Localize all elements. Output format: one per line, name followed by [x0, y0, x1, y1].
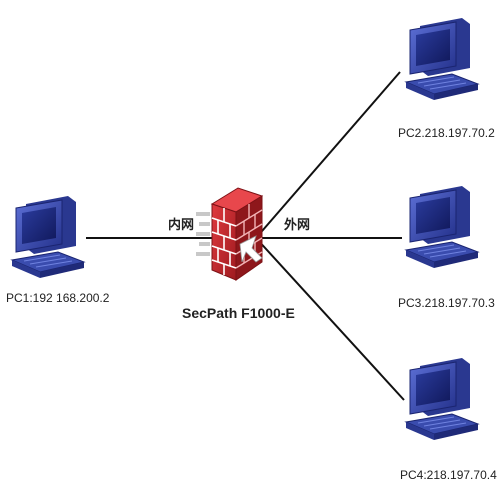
- firewall-icon: [196, 187, 264, 281]
- firewall-name-label: SecPath F1000-E: [182, 305, 295, 321]
- link-firewall-pc4: [255, 237, 405, 401]
- pc4-label: PC4:218.197.70.4: [400, 468, 497, 482]
- pc3-computer-icon: [405, 185, 479, 269]
- pc1-computer-icon: [11, 195, 85, 279]
- outside-zone-label: 外网: [284, 218, 311, 233]
- pc3-label: PC3.218.197.70.3: [398, 296, 495, 310]
- link-firewall-pc2: [255, 71, 401, 239]
- pc2-computer-icon: [405, 17, 479, 101]
- pc2-label: PC2.218.197.70.2: [398, 126, 495, 140]
- pc1-label: PC1:192 168.200.2: [6, 291, 110, 305]
- pc4-computer-icon: [405, 357, 479, 441]
- inside-zone-label: 内网: [168, 218, 195, 233]
